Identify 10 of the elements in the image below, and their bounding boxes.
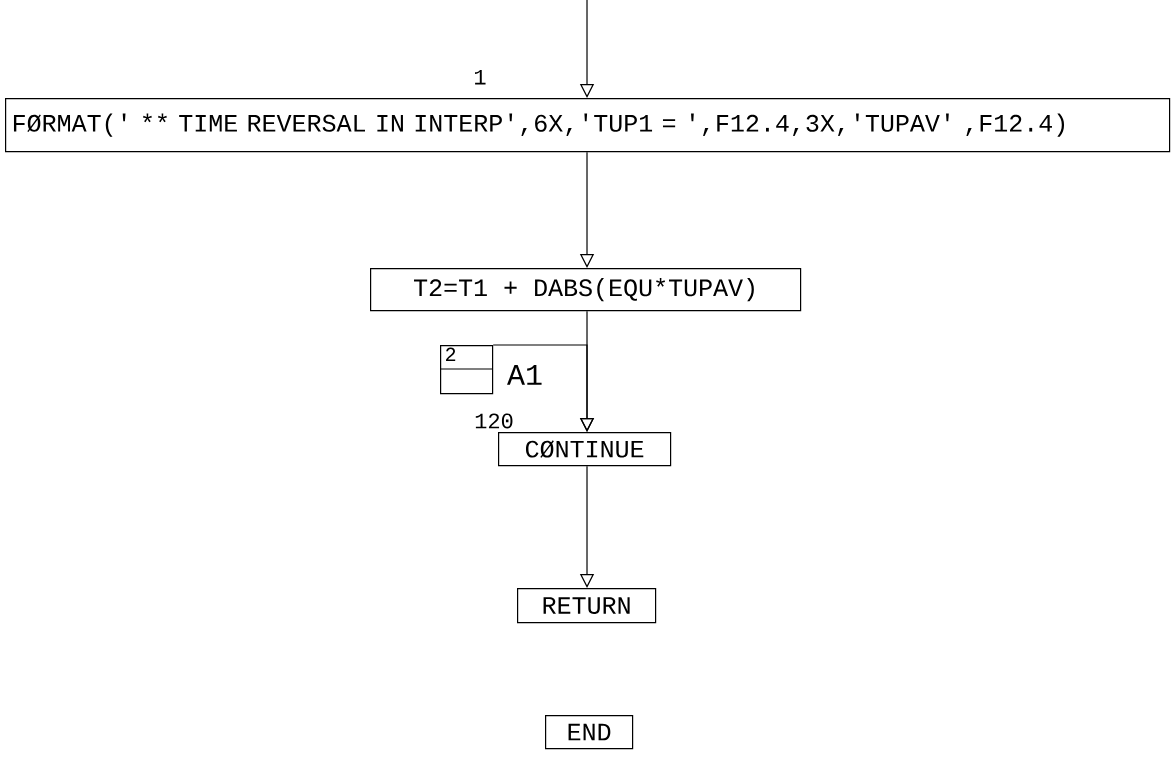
statement-label: 120	[475, 413, 513, 429]
statement-box: CØNTINUE	[498, 432, 672, 467]
statement-box: T2=T1 + DABS(EQU*TUPAV)	[370, 268, 802, 312]
statement-box: END	[545, 715, 634, 750]
statement-box: RETURN	[517, 588, 657, 624]
arrow	[492, 344, 595, 432]
statement-box: FØRMAT(' ** TIME REVERSAL IN INTERP',6X,'TUP1 = ',F12.4,3X,'TUPAV' ,F12.4)	[5, 98, 1171, 153]
connector-box: 2	[439, 345, 494, 395]
statement-label: 1	[475, 69, 486, 85]
statement-label: A1	[507, 365, 542, 385]
